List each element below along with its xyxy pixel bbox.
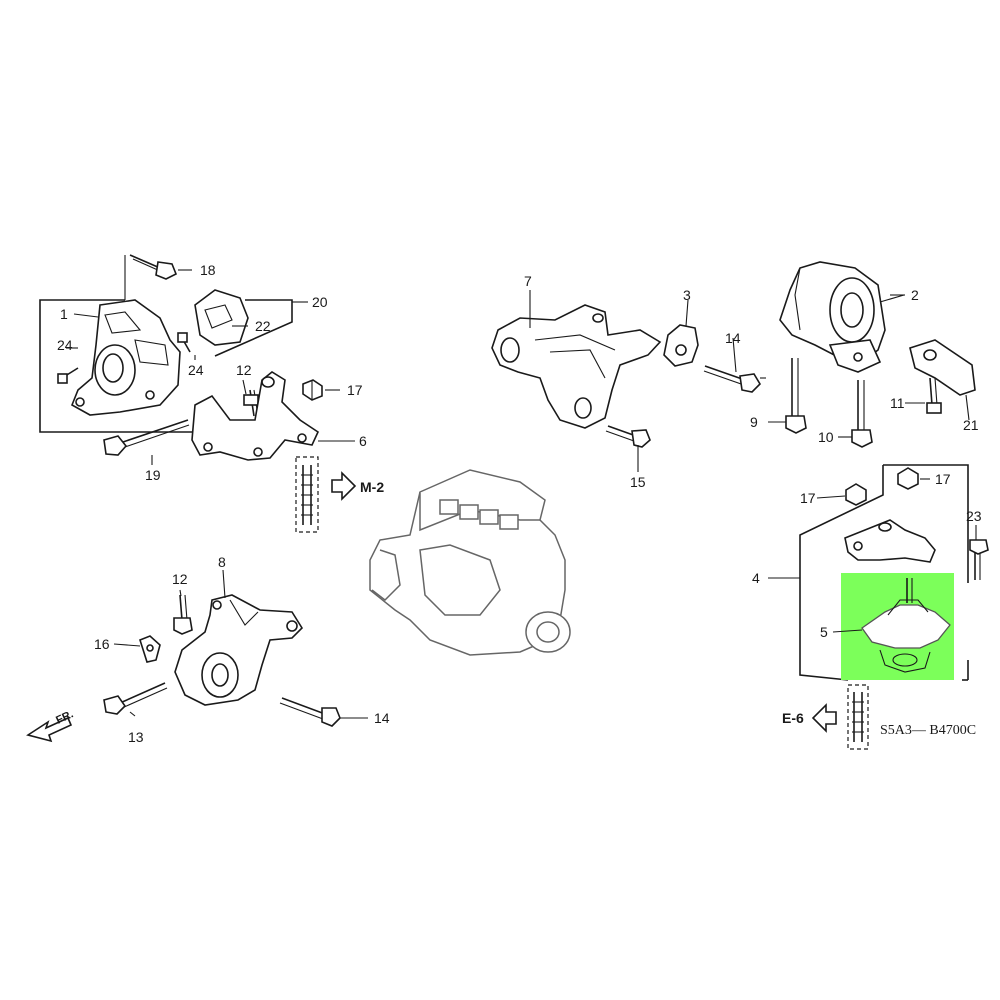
label-17-top: 17 — [347, 382, 363, 398]
ref-e6: E-6 — [782, 710, 804, 726]
bracket-part-7[interactable] — [491, 290, 662, 429]
label-22: 22 — [255, 318, 271, 334]
bolt-10[interactable] — [851, 380, 873, 448]
label-2: 2 — [911, 287, 919, 303]
bolt-18[interactable] — [129, 254, 178, 280]
stud-e6[interactable] — [811, 684, 869, 750]
mount-part-8[interactable] — [174, 569, 304, 706]
mount-part-5[interactable] — [861, 578, 951, 673]
label-6: 6 — [359, 433, 367, 449]
label-11: 11 — [890, 395, 905, 411]
label-4: 4 — [752, 570, 760, 586]
label-23: 23 — [966, 508, 982, 524]
label-24-right: 24 — [188, 362, 204, 378]
label-17-right-a: 17 — [800, 490, 816, 506]
label-10: 10 — [818, 429, 834, 445]
engine-mount-part-1[interactable] — [70, 299, 181, 416]
label-12-bottom: 12 — [172, 571, 188, 587]
diagram-code: S5A3— B4700C — [880, 723, 976, 738]
label-14-top: 14 — [725, 330, 741, 346]
label-5: 5 — [820, 624, 828, 640]
part-labels: 18 1 20 22 24 24 12 17 6 19 M-2 7 3 14 1… — [54, 262, 982, 745]
leader-lines — [66, 269, 930, 719]
label-15: 15 — [630, 474, 646, 490]
bolt-15[interactable] — [605, 425, 651, 472]
bolt-13[interactable] — [103, 682, 168, 715]
label-8: 8 — [218, 554, 226, 570]
bolt-12-bottom[interactable] — [173, 594, 193, 635]
bolt-23[interactable] — [969, 525, 989, 580]
bolt-11[interactable] — [926, 377, 942, 414]
bolt-14-bottom[interactable] — [279, 697, 341, 727]
label-17-right-b: 17 — [935, 471, 951, 487]
label-9: 9 — [750, 414, 758, 430]
label-14-bottom: 14 — [374, 710, 390, 726]
engine-block — [369, 469, 571, 656]
label-18: 18 — [200, 262, 216, 278]
clip-16[interactable] — [139, 635, 161, 663]
nut-17-right-a[interactable] — [845, 483, 867, 506]
mount-part-2[interactable] — [779, 261, 905, 373]
stud-m2[interactable] — [295, 456, 357, 533]
label-20: 20 — [312, 294, 328, 310]
bolt-9[interactable] — [785, 358, 807, 434]
label-19: 19 — [145, 467, 161, 483]
nut-17-top[interactable] — [302, 379, 323, 401]
label-12-top: 12 — [236, 362, 252, 378]
label-13: 13 — [128, 729, 144, 745]
front-label: FR. — [54, 708, 75, 726]
bracket-part-21[interactable] — [909, 339, 976, 421]
bracket-part-6[interactable] — [191, 371, 320, 461]
nut-17-right-b[interactable] — [897, 467, 919, 490]
label-1: 1 — [60, 306, 68, 322]
bracket-part-4-upper[interactable] — [844, 519, 936, 563]
bracket-part-22[interactable] — [194, 289, 249, 346]
label-7: 7 — [524, 273, 532, 289]
label-3: 3 — [683, 287, 691, 303]
label-21: 21 — [963, 417, 979, 433]
bracket-part-3[interactable] — [663, 299, 699, 367]
front-arrow — [26, 716, 73, 743]
bolt-24-right[interactable] — [177, 332, 191, 353]
bolt-19[interactable] — [103, 419, 190, 456]
label-16: 16 — [94, 636, 110, 652]
label-24-left: 24 — [57, 337, 73, 353]
bolt-24-left[interactable] — [57, 367, 79, 384]
group-right-mount-assembly — [799, 464, 969, 681]
bolt-14-top[interactable] — [703, 337, 762, 393]
ref-m2: M-2 — [360, 479, 384, 495]
